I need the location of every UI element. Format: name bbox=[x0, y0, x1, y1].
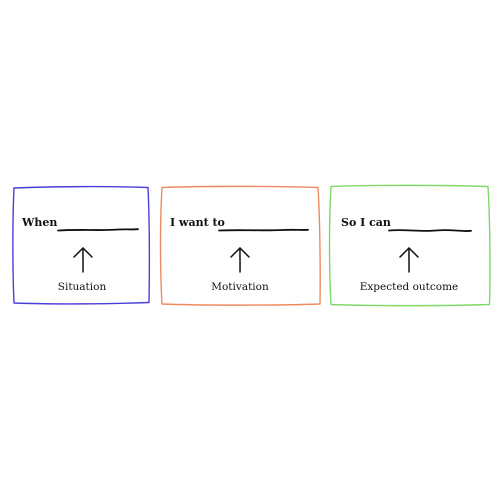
card-so-i-can-frame bbox=[328, 184, 491, 307]
caption-expected-outcome: Expected outcome bbox=[359, 281, 459, 293]
card-i-want-to bbox=[159, 185, 321, 306]
blank-line bbox=[388, 229, 472, 232]
card-i-want-to-frame bbox=[159, 185, 321, 306]
prompt-when: When bbox=[22, 216, 58, 229]
prompt-so-i-can: So I can bbox=[341, 216, 391, 229]
card-so-i-can bbox=[328, 184, 491, 307]
caption-motivation: Motivation bbox=[211, 281, 269, 293]
up-arrow-icon bbox=[399, 247, 419, 273]
blank-line bbox=[57, 228, 139, 232]
blank-line bbox=[218, 228, 309, 232]
up-arrow-icon bbox=[73, 247, 93, 273]
up-arrow-icon bbox=[230, 247, 250, 273]
caption-situation: Situation bbox=[57, 281, 107, 293]
card-when bbox=[12, 185, 150, 305]
card-when-frame bbox=[12, 185, 150, 305]
prompt-i-want-to: I want to bbox=[170, 216, 225, 229]
